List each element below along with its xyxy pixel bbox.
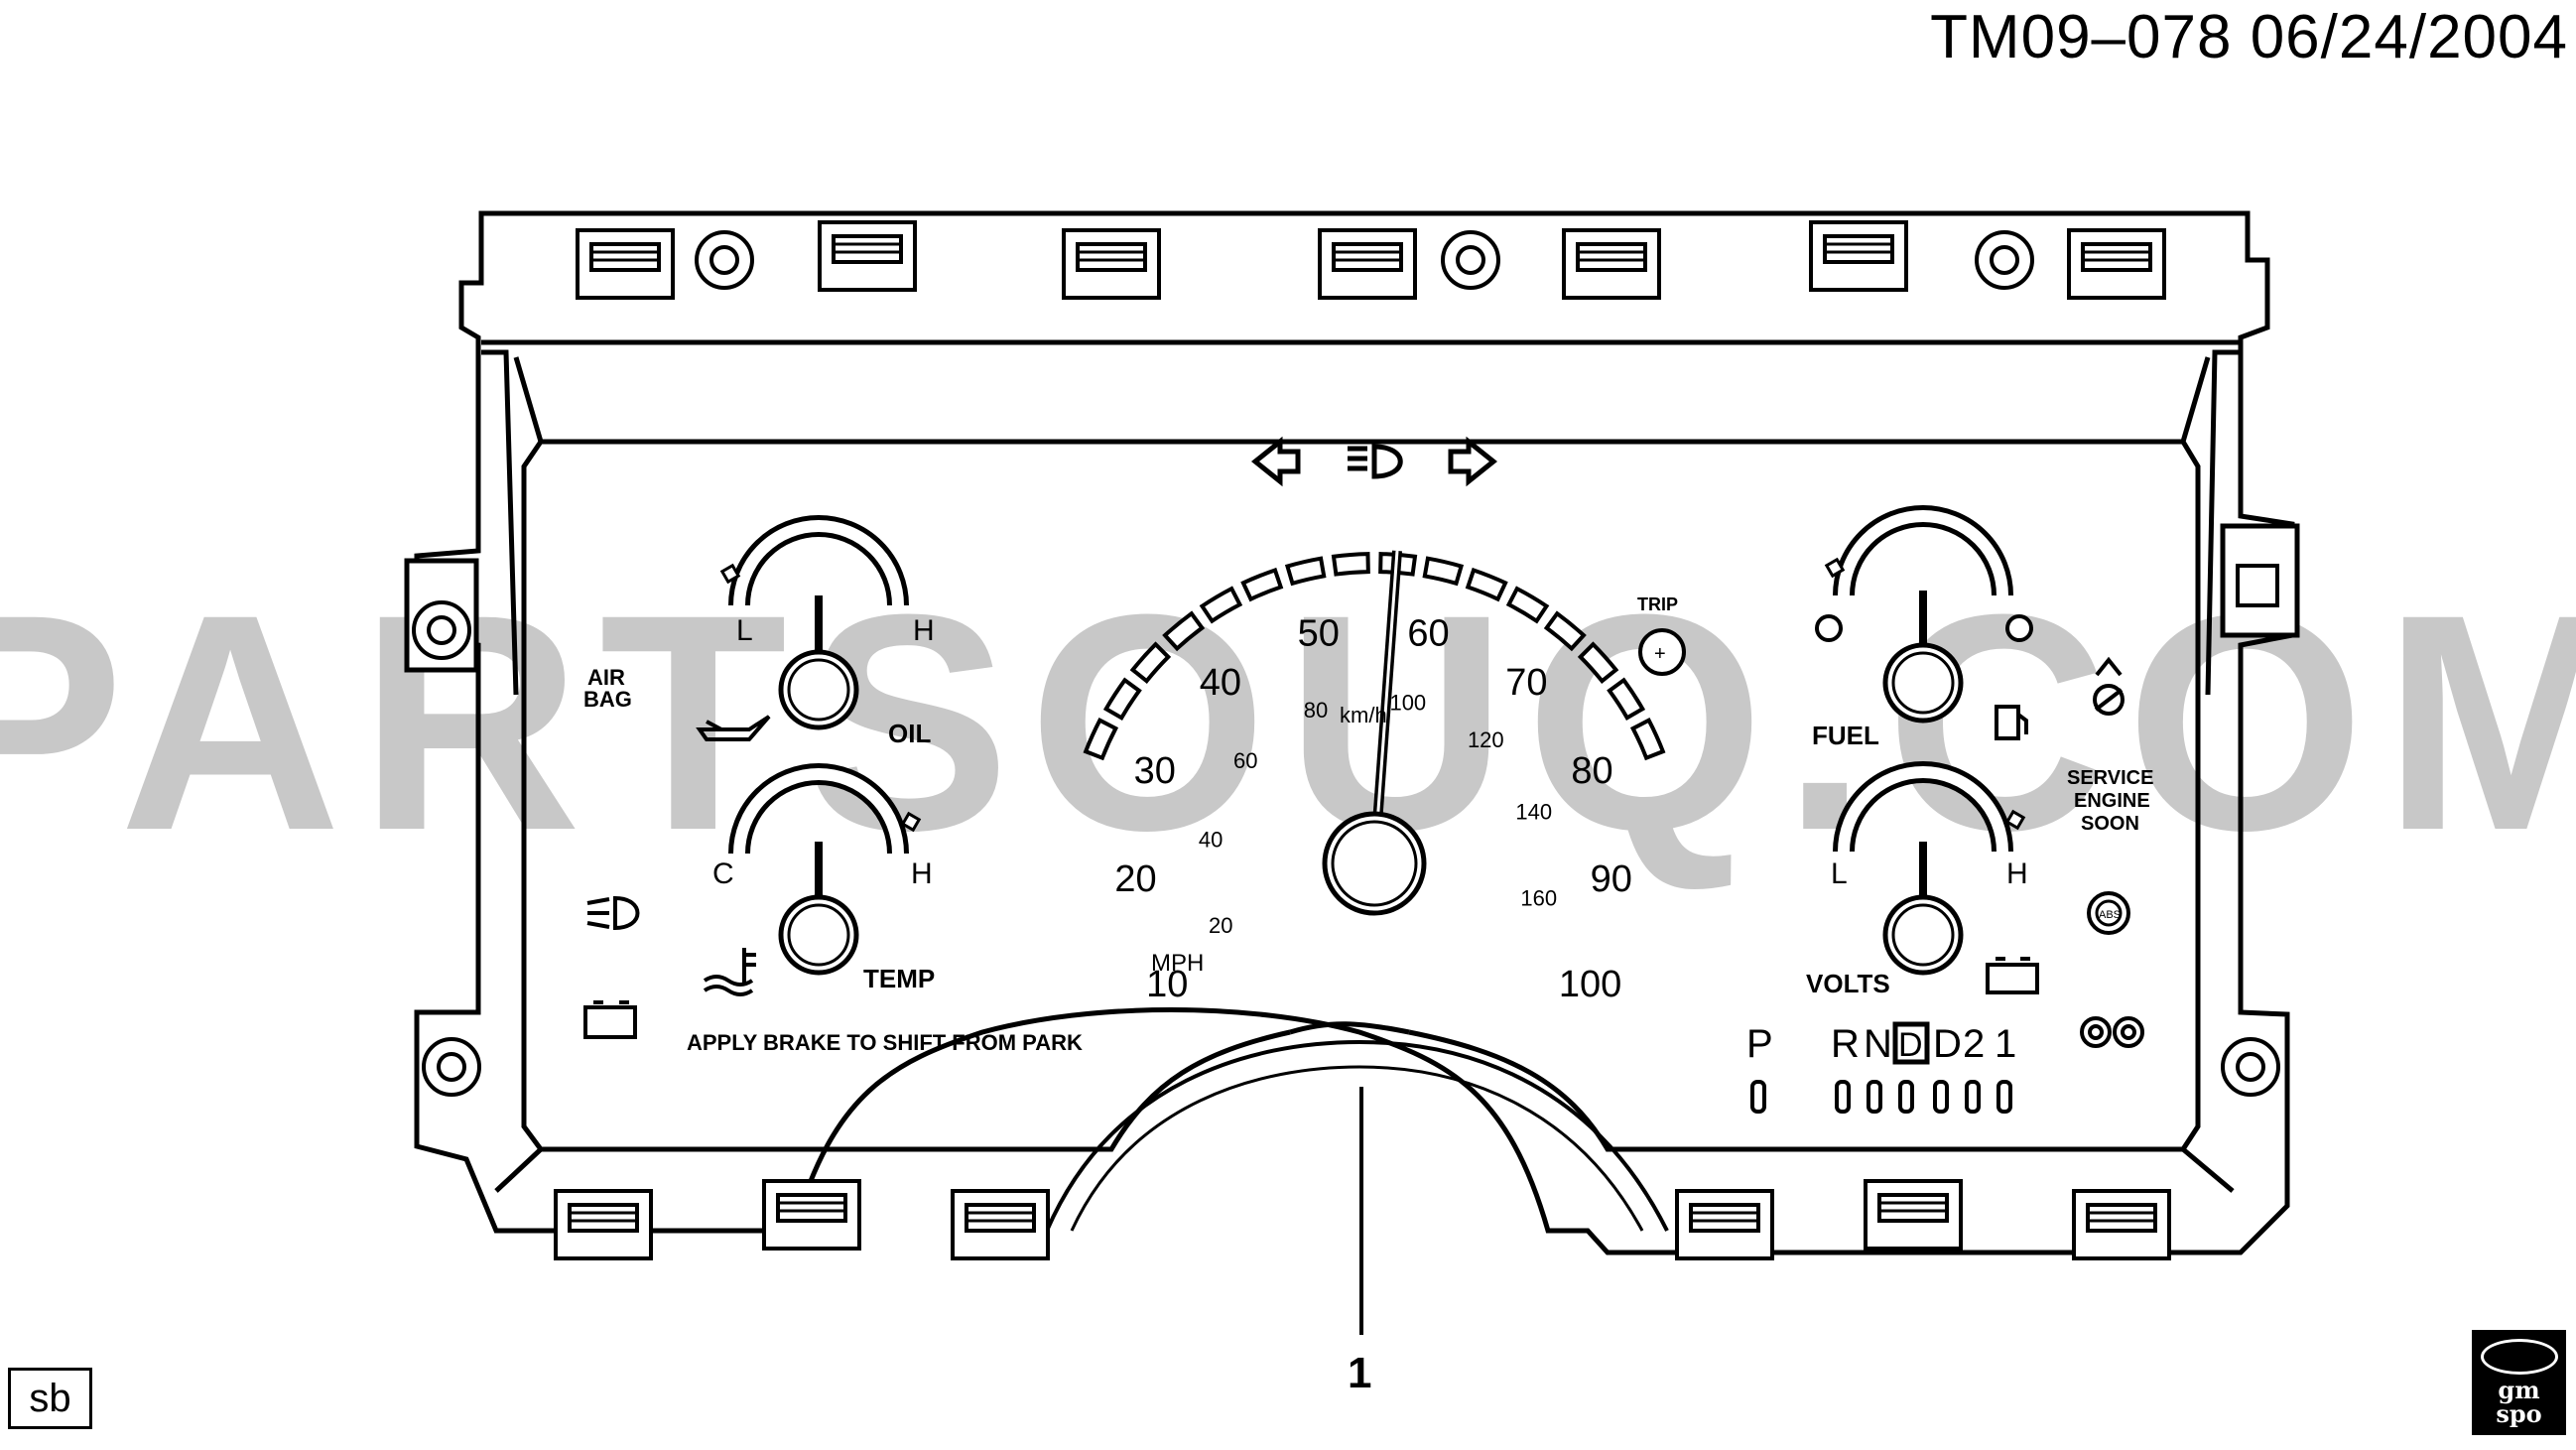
- speedo-scale-segment: [1162, 610, 1206, 652]
- kmh-tick-label: 160: [1520, 885, 1557, 910]
- temp-label: TEMP: [863, 964, 935, 993]
- speedo-scale-segment: [1284, 556, 1327, 587]
- mph-tick-label: 90: [1591, 858, 1632, 900]
- mph-tick-label: 60: [1407, 612, 1449, 654]
- kmh-tick-label: 100: [1389, 691, 1426, 716]
- oil-high-label: H: [913, 614, 935, 647]
- engine-warning-icon: [2093, 656, 2125, 716]
- service-engine-label-2: ENGINE: [2074, 790, 2150, 812]
- fuel-pump-icon: [1995, 705, 2028, 740]
- speedo-scale-segment: [1083, 717, 1119, 761]
- callout-leader: 1: [1348, 1087, 1371, 1397]
- logo-oval: [2480, 1339, 2558, 1375]
- temp-low-label: C: [712, 857, 734, 890]
- turn-right-icon: [1448, 436, 1498, 487]
- speedo-scale-segment: [1422, 556, 1465, 587]
- prndl-2: 2: [1963, 1022, 1985, 1066]
- battery-icon-right: [1986, 957, 2039, 994]
- mph-tick-label: 80: [1571, 750, 1612, 792]
- high-beam-icon: [1348, 444, 1403, 479]
- service-engine-label-1: SERVICE: [2067, 767, 2153, 789]
- temp-gauge: C H TEMP: [712, 763, 935, 993]
- battery-icon-left: [583, 1000, 637, 1039]
- service-engine-label-3: SOON: [2081, 813, 2139, 835]
- trip-label: TRIP: [1637, 594, 1678, 614]
- temp-high-label: H: [911, 857, 933, 890]
- speedo-scale-segment: [1129, 641, 1172, 684]
- prndl-indicator: P R N D D 2 1: [1746, 1021, 2016, 1114]
- logo-line-1: gm: [2498, 1376, 2540, 1404]
- airbag-label-top: AIR: [587, 665, 625, 690]
- section-tag-label: sb: [29, 1376, 71, 1420]
- oil-low-label: L: [736, 614, 753, 647]
- gmspo-logo: gm spo: [2472, 1330, 2566, 1435]
- speedometer: 10 20 30 40 50 60 70 80 90 100 20 40 60 80 100 120 140 1…: [1083, 550, 1666, 1005]
- brake-warning-icon: [2080, 1016, 2144, 1048]
- airbag-label-bottom: BAG: [583, 687, 632, 712]
- mph-tick-label: 70: [1505, 662, 1547, 704]
- fuel-gauge: FUEL: [1812, 505, 2033, 750]
- abs-icon: ABS: [2087, 891, 2130, 935]
- mph-tick-label: 30: [1134, 750, 1176, 792]
- headlamp-icon: [586, 895, 640, 931]
- volts-gauge: L H VOLTS: [1806, 761, 2028, 998]
- coolant-temp-icon: [703, 948, 756, 996]
- abs-label: ABS: [2099, 909, 2121, 921]
- kmh-label: km/h: [1340, 703, 1387, 727]
- speedo-scale-segment: [1577, 641, 1619, 684]
- volts-low-label: L: [1831, 857, 1848, 890]
- prndl-n: N: [1864, 1022, 1892, 1066]
- kmh-tick-label: 80: [1304, 698, 1328, 723]
- speedo-scale-segment: [1240, 567, 1284, 602]
- apply-brake-text: APPLY BRAKE TO SHIFT FROM PARK: [687, 1030, 1083, 1055]
- svg-text:+: +: [1654, 643, 1666, 665]
- prndl-d-boxed: D: [1898, 1026, 1923, 1064]
- watermark-text: PARTSOUQ.COM: [0, 550, 2576, 894]
- speedo-scale-segment: [1629, 717, 1666, 761]
- volts-high-label: H: [2006, 857, 2028, 890]
- top-mounting-clips: [576, 220, 2166, 300]
- speedo-scale-segment: [1465, 567, 1508, 602]
- mph-label: MPH: [1151, 950, 1204, 977]
- kmh-tick-label: 20: [1209, 913, 1232, 938]
- speedo-scale-segment: [1607, 677, 1646, 721]
- prndl-d: D: [1933, 1022, 1962, 1066]
- side-screw-bosses: [404, 523, 2300, 1097]
- oil-can-icon: [696, 715, 771, 741]
- kmh-tick-label: 40: [1199, 827, 1223, 852]
- turn-left-icon: [1250, 436, 1301, 487]
- speedo-scale-segment: [1102, 677, 1142, 721]
- oil-gauge: L H OIL: [719, 515, 935, 748]
- mph-tick-label: 20: [1114, 858, 1156, 900]
- fuel-label: FUEL: [1812, 721, 1879, 750]
- speedo-scale-segment: [1543, 610, 1587, 652]
- oil-label: OIL: [888, 719, 931, 748]
- callout-label: 1: [1348, 1349, 1371, 1397]
- mph-tick-label: 50: [1298, 612, 1340, 654]
- kmh-tick-label: 120: [1468, 727, 1504, 752]
- section-tag: sb: [8, 1368, 92, 1429]
- speedo-scale-segment: [1331, 552, 1370, 577]
- prndl-1: 1: [1995, 1022, 2016, 1066]
- mph-tick-label: 100: [1559, 964, 1621, 1005]
- logo-line-2: spo: [2496, 1399, 2542, 1428]
- document-id: TM09–078 06/24/2004: [1930, 3, 2568, 71]
- kmh-tick-label: 60: [1233, 748, 1257, 773]
- trip-reset-button[interactable]: +: [1638, 628, 1686, 676]
- prndl-r: R: [1831, 1022, 1860, 1066]
- speedo-scale-segment: [1505, 586, 1550, 624]
- prndl-p: P: [1746, 1022, 1773, 1066]
- speedo-scale-segment: [1199, 586, 1243, 624]
- volts-label: VOLTS: [1806, 969, 1890, 998]
- kmh-tick-label: 140: [1515, 799, 1552, 824]
- mph-tick-label: 10: [1146, 964, 1188, 1005]
- mph-tick-label: 40: [1200, 662, 1241, 704]
